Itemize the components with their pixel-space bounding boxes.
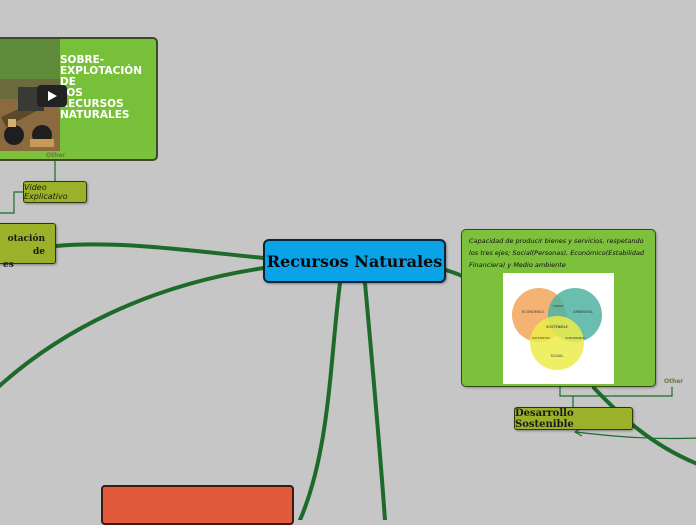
desarrollo-description-text: Capacidad de producir bienes y servicios… [469,237,645,269]
desc-type-label: Other [664,378,684,385]
connector-left-lower [0,266,266,389]
venn-soportable: SOPORTABLE [565,336,585,340]
video-card[interactable]: SOBRE- EXPLOTACIÓN DE LOS RECURSOS NATUR… [0,37,158,161]
play-button[interactable] [37,85,67,107]
connector-video-left [0,191,23,214]
desarrollo-description-card[interactable]: Capacidad de producir bienes y servicios… [461,229,656,387]
venn-equitativo: EQUITATIVO [532,336,550,340]
sobre-label-line-1: otación de [7,234,45,257]
venn-diagram-image: ECONÓMICO AMBIENTAL VIABLE SOSTENIBLE EQ… [503,273,614,384]
red-topic-node[interactable] [101,485,294,525]
connector-desc-bracket [559,387,673,397]
connector-bottom [363,281,387,520]
play-icon [48,91,57,101]
video-explicativo-label: Video Explicativo [24,183,68,201]
video-explicativo-node[interactable]: Video Explicativo [23,181,87,203]
venn-social: SOCIAL [551,354,564,358]
desarrollo-sostenible-node[interactable]: Desarrollo Sostenible [514,407,633,430]
thumbnail-title: SOBRE- EXPLOTACIÓN DE LOS RECURSOS NATUR… [60,54,143,121]
connector-sobre [54,242,266,260]
venn-ambiental: AMBIENTAL [573,310,593,314]
sobre-label-line-2: es [3,260,14,270]
video-type-label: Other [46,152,66,159]
venn-viable: VIABLE [553,304,564,308]
connector-right-lower [592,386,696,466]
central-title: Recursos Naturales [266,251,443,271]
sobreexplotacion-node[interactable]: otación de es [0,223,56,270]
central-topic[interactable]: Recursos Naturales [263,239,446,283]
connector-desc [444,268,464,278]
connector-red [298,281,342,520]
venn-diagram: ECONÓMICO AMBIENTAL VIABLE SOSTENIBLE EQ… [512,288,602,370]
venn-sostenible: SOSTENIBLE [546,325,568,329]
connector-desarrollo-arrow [574,431,696,440]
desarrollo-sostenible-label: Desarrollo Sostenible [515,407,574,430]
venn-economico: ECONÓMICO [522,309,544,314]
